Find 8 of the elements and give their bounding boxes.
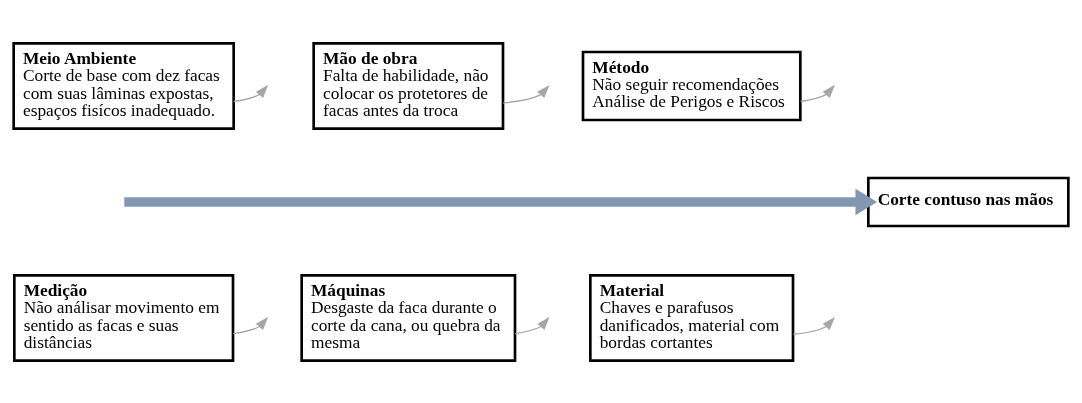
node-box: Corte contuso nas mãos (867, 176, 1070, 227)
node-box: Máquinas Desgaste da faca durante o corte da cana, ou quebra da mesma (300, 273, 517, 362)
node-box: Método Não seguir recomendações Análise de Perigos e Riscos (581, 50, 802, 121)
node-box: Meio Ambiente Corte de base com dez facas com suas lâminas expostas, espaços fisícos inadequado. (12, 41, 235, 130)
node-box: Material Chaves e parafusos danificados, material com bordas cortantes (589, 273, 795, 362)
node-box: Medição Não análisar movimento em sentido as facas e suas distâncias (13, 273, 235, 362)
node-box: Mão de obra Falta de habilidade, não colocar os protetores de facas antes da troca (312, 41, 505, 130)
arrow (502, 84, 550, 104)
